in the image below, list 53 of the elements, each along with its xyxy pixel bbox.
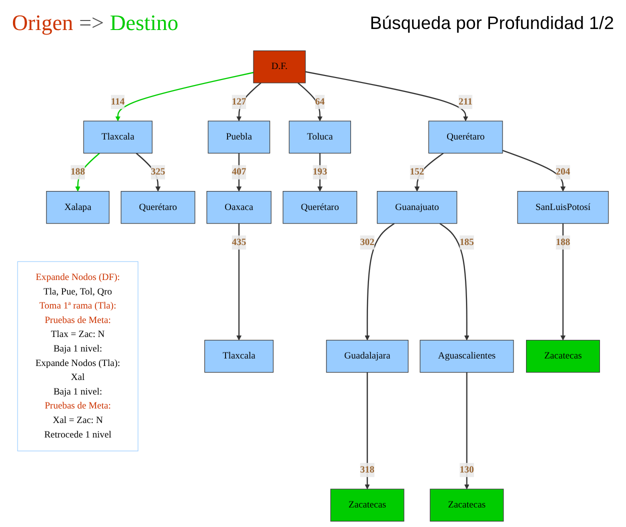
node-box: Querétaro: [428, 120, 503, 154]
edge-label: 185: [460, 237, 474, 248]
edge-label: 130: [460, 464, 474, 475]
arrow: [364, 222, 395, 340]
node-box: Toluca: [288, 120, 351, 154]
edge-label: 407: [232, 166, 246, 178]
edge-label: 188: [70, 166, 85, 178]
arrow: [236, 153, 242, 192]
edge-label: 211: [458, 96, 472, 107]
arrow: [464, 372, 470, 490]
node-box: Oaxaca: [206, 191, 272, 224]
arrow: [136, 152, 161, 192]
node-box: Zacatecas: [526, 340, 600, 373]
edge-label: 325: [150, 166, 166, 178]
arrow: [439, 222, 470, 340]
node-box: Aguascalientes: [420, 340, 514, 373]
node-box: Guanajuato: [376, 191, 458, 224]
node-box: Guadalajara: [326, 340, 408, 373]
edge-label: 318: [360, 464, 374, 475]
arrow: [560, 223, 566, 340]
node-box: Tlaxcala: [83, 120, 152, 154]
note-text: =>: [79, 10, 104, 35]
arrow: [364, 372, 370, 490]
node-box: Tlaxcala: [204, 340, 274, 373]
node-box: SanLuisPotosí: [517, 191, 609, 224]
node-box: Zacatecas: [430, 488, 504, 522]
arrow: [236, 82, 262, 122]
arrow: [414, 152, 444, 192]
arrow: [305, 71, 468, 122]
arrow: [502, 150, 566, 192]
node-box: Querétaro: [282, 191, 358, 224]
node-box: Puebla: [208, 120, 270, 154]
title: Búsqueda por Profundidad 1/2: [370, 12, 614, 34]
edge-label: 152: [410, 166, 424, 178]
edge-label: 114: [110, 96, 125, 107]
node-box: Querétaro: [120, 191, 196, 224]
edge-label: 64: [315, 96, 325, 107]
edge-label: 127: [232, 96, 246, 107]
edge-label: 204: [556, 166, 570, 178]
node-box: Xalapa: [46, 191, 110, 224]
arrow: [236, 223, 242, 340]
edge-label: 188: [556, 237, 570, 248]
legend-text: Destino: [110, 10, 178, 35]
node-box: Zacatecas: [330, 488, 404, 522]
edge-label: 435: [232, 237, 246, 248]
legend-text: Origen: [12, 10, 74, 35]
arrow: [115, 72, 254, 122]
node-box: D.F.: [253, 50, 306, 84]
edge-label: 193: [312, 166, 328, 178]
edge-label: 302: [360, 237, 374, 248]
arrow: [75, 152, 100, 192]
node-box: Expande Nodos (DF): Tla, Pue, Tol, Qro Toma 1ª rama (Tla): Pruebas de Meta: Tlax = Zac: N Baja 1 nivel: Expande Nodos (Tla): Xal Baja 1 nivel: Pruebas de Meta: Xal = Zac: N Retrocede 1 nivel: [17, 261, 138, 452]
arrow: [298, 82, 323, 122]
